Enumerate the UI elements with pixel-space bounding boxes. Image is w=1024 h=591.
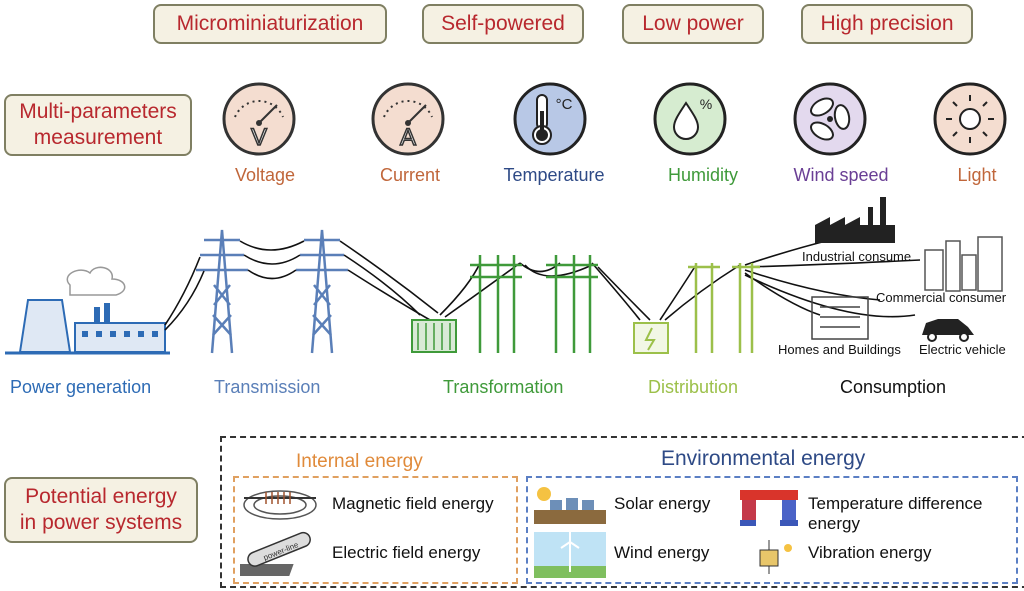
factory-icon <box>815 197 895 243</box>
stage-distribution: Distribution <box>648 377 739 397</box>
feature-low-power: Low power <box>622 4 764 44</box>
transformation-pole-icon <box>470 255 598 353</box>
environmental-energy-box <box>526 476 1018 584</box>
solar-panel-icon <box>534 487 606 524</box>
param-label-voltage: Voltage <box>234 165 296 185</box>
homes-buildings-icon <box>811 296 869 340</box>
potential-line1: Potential energy <box>25 485 177 508</box>
voltmeter-icon: V <box>222 82 296 156</box>
power-plant-icon <box>5 266 170 355</box>
environmental-energy-title: Environmental energy <box>661 447 866 470</box>
vibration-icon <box>759 540 792 574</box>
label-commercial: Commercial consumer <box>876 290 1007 305</box>
feature-self-powered: Self-powered <box>422 4 584 44</box>
power-grid-scene <box>5 197 1003 355</box>
light-icon <box>933 82 1007 156</box>
distribution-transformer-icon <box>633 322 669 354</box>
city-icon <box>924 236 1003 292</box>
param-label-light: Light <box>957 165 997 185</box>
stage-consumption: Consumption <box>840 377 947 397</box>
feature-high-precision: High precision <box>801 4 973 44</box>
param-label-humidity: Humidity <box>667 165 738 185</box>
energy-sources-panel <box>220 436 1024 588</box>
svg-text:%: % <box>700 96 712 112</box>
potential-energy-box: Potential energy in power systems <box>4 477 198 543</box>
solar-energy-label: Solar energy <box>614 494 711 513</box>
feature-microminiaturization: Microminiaturization <box>153 4 387 44</box>
transmission-tower-icon <box>196 229 348 354</box>
vibration-energy-label: Vibration energy <box>808 543 932 562</box>
electric-vehicle-icon <box>922 319 974 342</box>
stage-transformation: Transformation <box>443 377 564 397</box>
measurement-line2: measurement <box>33 126 163 149</box>
transformer-icon <box>411 319 457 353</box>
measurement-box: Multi-parameters measurement <box>4 94 192 156</box>
magnetic-coil-icon <box>243 490 317 520</box>
measurement-line1: Multi-parameters <box>19 100 177 123</box>
svg-text:A: A <box>400 124 416 151</box>
thermometer-icon: °C <box>513 82 587 156</box>
thermoelectric-icon <box>740 490 798 526</box>
ammeter-icon: A <box>371 82 445 156</box>
label-industrial: Industrial consume <box>802 249 912 264</box>
electric-field-energy-label: Electric field energy <box>332 543 481 562</box>
distribution-pole-icon <box>688 263 760 353</box>
wind-energy-label: Wind energy <box>614 543 710 562</box>
wind-speed-icon <box>793 82 867 156</box>
label-homes: Homes and Buildings <box>778 342 901 357</box>
stage-power-generation: Power generation <box>10 377 152 397</box>
magnetic-field-energy-label: Magnetic field energy <box>332 494 494 513</box>
humidity-icon: % <box>653 82 727 156</box>
param-label-current: Current <box>379 165 441 185</box>
temperature-difference-energy-label: Temperature difference energy <box>808 494 983 533</box>
power-line-icon: power-line <box>240 531 311 576</box>
label-vehicle: Electric vehicle <box>919 342 1006 357</box>
wind-turbine-icon <box>534 532 606 578</box>
stage-transmission: Transmission <box>214 377 321 397</box>
svg-text:V: V <box>251 124 267 151</box>
svg-text:°C: °C <box>556 96 573 113</box>
internal-energy-title: Internal energy <box>296 451 423 472</box>
param-label-temperature: Temperature <box>503 165 605 185</box>
param-label-wind-speed: Wind speed <box>793 165 889 185</box>
internal-energy-box <box>233 476 518 584</box>
potential-line2: in power systems <box>19 511 183 534</box>
